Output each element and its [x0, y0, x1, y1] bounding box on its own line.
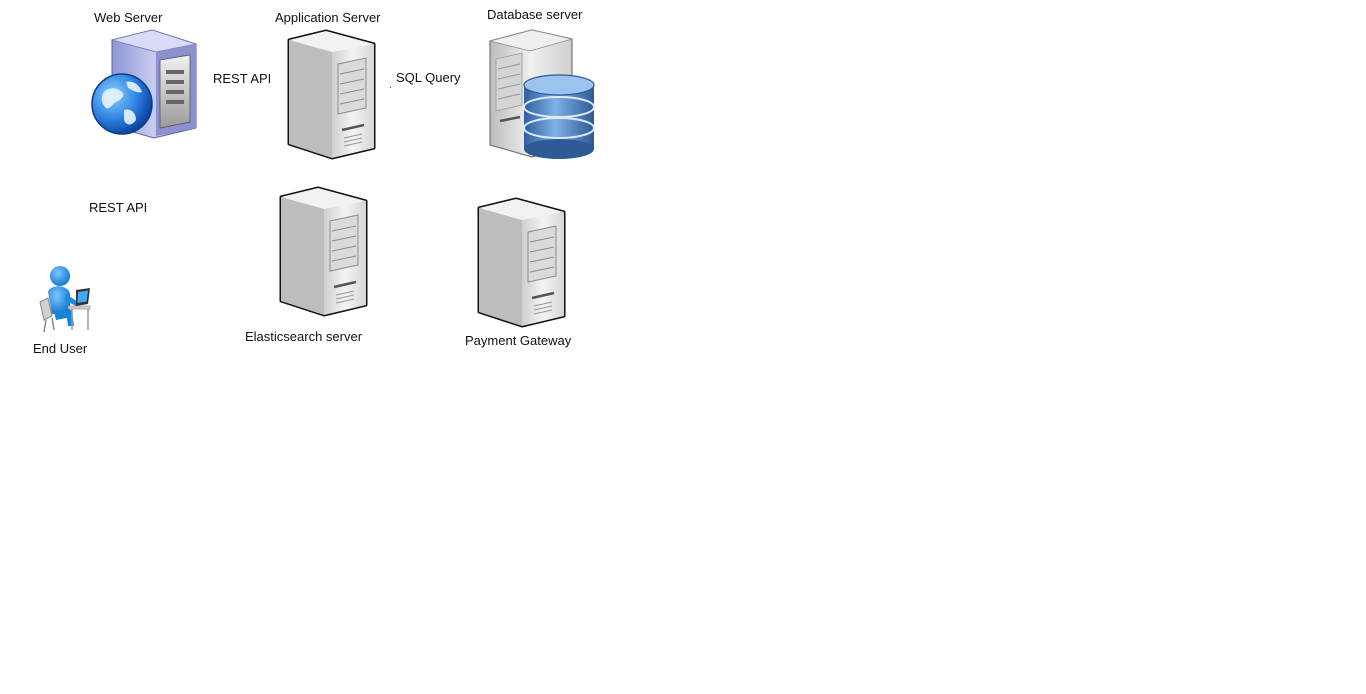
elasticsearch-server-label: Elasticsearch server [245, 329, 363, 344]
end-user-label: End User [33, 341, 88, 356]
application-server-label: Application Server [275, 10, 381, 25]
web-server-label: Web Server [94, 10, 163, 25]
server-tower-icon [287, 29, 376, 160]
payment-gateway-node [476, 197, 568, 330]
database-server-node [488, 29, 596, 161]
server-tower-icon [477, 197, 566, 328]
connector-dot [390, 87, 391, 88]
database-server-icon [489, 29, 595, 159]
web-server-node [90, 29, 202, 140]
payment-gateway-label: Payment Gateway [465, 333, 572, 348]
application-server-node [286, 29, 378, 160]
database-server-label: Database server [487, 7, 583, 22]
rest-api-label-user-web: REST API [89, 200, 148, 215]
server-tower-icon [279, 186, 368, 317]
end-user-node [36, 264, 92, 334]
sql-query-label: SQL Query [396, 70, 461, 85]
user-at-laptop-icon [39, 266, 91, 333]
elasticsearch-server-node [278, 186, 370, 319]
web-server-globe-icon [91, 29, 198, 139]
rest-api-label-web-app: REST API [213, 71, 272, 86]
